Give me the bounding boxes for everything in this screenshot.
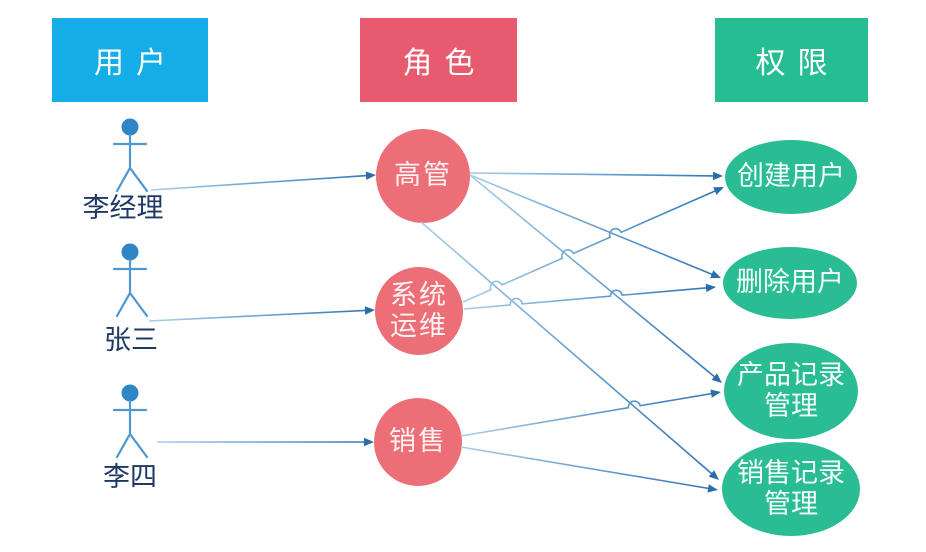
permission-node-chanpin-jilu-guanli[interactable]: 产品记录 管理 [724,343,858,439]
arrowhead-zhang-san-to-xitong-yunwei [364,306,375,315]
role-node-label: 销售 [389,426,447,457]
user-figure-li-si[interactable] [112,384,149,459]
role-node-label: 运维 [390,311,448,341]
role-node-xitong-yunwei[interactable]: 系统 运维 [375,267,463,355]
permission-node-chuangjian-yonghu[interactable]: 创建用户 [725,140,857,214]
permission-node-label: 管理 [764,391,818,421]
edge-gaoguan-to-chanpin-jilu-guanli [469,174,716,378]
stick-figure-head [121,384,139,402]
user-label-li-jingli: 李经理 [82,193,164,223]
user-figure-zhang-san[interactable] [112,243,149,318]
role-node-xiaoshou[interactable]: 销售 [374,398,462,486]
edge-xiaoshou-to-chanpin-jilu-guanli [460,392,713,437]
role-node-label: 高管 [394,160,452,191]
edge-gaoguan-to-xiaoshou-jilu-guanli [420,221,713,475]
edge-gaoguan-to-shanchu-yonghu [469,174,714,276]
user-label-li-si: 李四 [103,462,157,492]
edge-gaoguan-to-chuangjian-yonghu [469,172,715,177]
arrowhead-xitong-yunwei-to-shanchu-yonghu [705,283,716,293]
user-figure-li-jingli[interactable] [112,118,149,193]
arrowhead-gaoguan-to-xiaoshou-jilu-guanli [708,470,719,480]
permission-node-label: 创建用户 [737,161,845,192]
arrowhead-gaoguan-to-chanpin-jilu-guanli [711,373,722,383]
edge-xitong-yunwei-to-chuangjian-yonghu [462,189,717,303]
arrowhead-gaoguan-to-shanchu-yonghu [710,270,721,279]
arrowhead-li-jingli-to-gaoguan [365,171,376,180]
permission-node-xiaoshou-jilu-guanli[interactable]: 销售记录 管理 [722,442,860,536]
role-node-label: 系统 [390,279,448,310]
permission-node-label: 销售记录 [737,457,845,488]
user-label-zhang-san: 张三 [104,325,158,355]
users-column-header-label: 用户 [94,47,178,80]
stick-figure-legs [115,432,149,459]
role-node-gaoguan[interactable]: 高管 [376,129,470,223]
users-column-header[interactable]: 用户 [52,18,208,102]
arrowhead-xitong-yunwei-to-chuangjian-yonghu [713,187,724,195]
stick-figure-head [121,118,139,136]
permission-node-label: 产品记录 [737,359,845,390]
roles-column-header[interactable]: 角色 [360,18,517,102]
arrowhead-xiaoshou-to-xiaoshou-jilu-guanli [707,484,718,493]
permission-node-shanchu-yonghu[interactable]: 删除用户 [723,247,857,319]
permissions-column-header-label: 权限 [755,47,840,80]
permissions-column-header[interactable]: 权限 [715,18,868,102]
arrowhead-li-si-to-xiaoshou [364,437,374,447]
permission-node-label: 删除用户 [736,267,844,298]
roles-column-header-label: 角色 [402,47,487,80]
arrowhead-xiaoshou-to-chanpin-jilu-guanli [710,389,721,398]
stick-figure-legs [115,291,149,318]
edge-xitong-yunwei-to-shanchu-yonghu [463,287,708,310]
edge-xiaoshou-to-xiaoshou-jilu-guanli [460,446,710,490]
arrowhead-gaoguan-to-chuangjian-yonghu [713,171,723,181]
stick-figure-head [121,243,139,261]
permission-node-label: 管理 [764,489,818,519]
